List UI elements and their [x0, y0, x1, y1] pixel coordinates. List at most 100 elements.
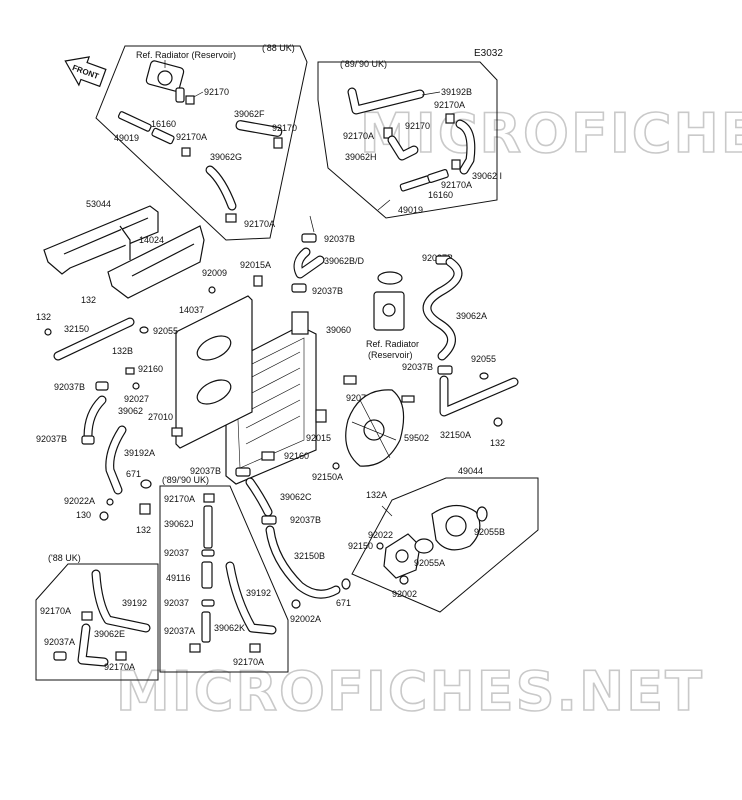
- clamp-92170A-a: [181, 147, 191, 157]
- clamp-92037B-e: [81, 435, 95, 445]
- label-92170A-g: 92170A: [233, 657, 264, 667]
- label-671-b: 671: [336, 598, 351, 608]
- group-label-uk8990-top: ('89/'90 UK): [340, 59, 387, 69]
- label-92015: 92015: [306, 433, 331, 443]
- clamp-92037A-a: [189, 643, 201, 653]
- water-pump-housing: [431, 504, 481, 551]
- damper-92160-b: [261, 451, 275, 461]
- group-label-uk88-bottom: ('88 UK): [48, 553, 81, 563]
- hose-39062E: [77, 623, 109, 667]
- label-92022A: 92022A: [64, 496, 95, 506]
- bolt-92150A: [332, 462, 340, 470]
- label-130: 130: [76, 510, 91, 520]
- label-132-d: 132: [136, 525, 151, 535]
- bolt-92002: [399, 575, 409, 585]
- label-92027: 92027: [124, 394, 149, 404]
- clamp-92037-b: [201, 599, 215, 607]
- shroud-14037: [175, 295, 253, 449]
- label-92015A: 92015A: [240, 260, 271, 270]
- label-92170A-b: 92170A: [244, 219, 275, 229]
- gasket-92055A: [414, 538, 434, 554]
- label-92170-b: 92170: [272, 123, 297, 133]
- label-39060: 39060: [326, 325, 351, 335]
- label-92037A-b: 92037A: [44, 637, 75, 647]
- clamp-92170A-h: [81, 611, 93, 621]
- damper-92160-a: [125, 367, 135, 375]
- bolt-92009: [208, 286, 216, 294]
- pipe-16160-a: [117, 111, 175, 145]
- washer-92022: [376, 542, 384, 550]
- label-16160-b: 16160: [428, 190, 453, 200]
- hose-39062H: [387, 135, 419, 161]
- clamp-92037B-h: [261, 515, 277, 525]
- reservoir-cap-top: [145, 60, 185, 103]
- fan-59502: [345, 389, 415, 467]
- watermark-top: MICROFICHES.NET: [360, 102, 742, 165]
- bolt-132-c: [493, 417, 503, 427]
- label-39062H: 39062H: [345, 152, 377, 162]
- hose-39062F: [235, 120, 283, 137]
- label-92037B-a: 92037B: [324, 234, 355, 244]
- grommet-92015A: [253, 275, 263, 287]
- clamp-92170-b: [273, 137, 283, 149]
- label-92037B-d: 92037B: [54, 382, 85, 392]
- group-box-uk88-bottom: [35, 563, 159, 681]
- label-92037B-f: 92037B: [402, 362, 433, 372]
- bolt-92002A: [291, 599, 301, 609]
- hose-39062G: [205, 165, 237, 211]
- oring-92055-a: [139, 326, 149, 334]
- label-92170-c: 92170: [405, 121, 430, 131]
- label-27010: 27010: [148, 412, 173, 422]
- group-label-uk8990-bottom: ('89/'90 UK): [162, 475, 209, 485]
- label-92009: 92009: [202, 268, 227, 278]
- pipe-39192B: [347, 87, 425, 115]
- label-132-b: 132: [36, 312, 51, 322]
- clamp-92037B-a: [301, 233, 317, 243]
- label-39062C: 39062C: [280, 492, 312, 502]
- label-92037A-a: 92037A: [164, 626, 195, 636]
- bolt-130: [99, 511, 109, 521]
- label-92170A-a: 92170A: [176, 132, 207, 142]
- label-92037B-b: 92037B: [312, 286, 343, 296]
- oring-92055-b: [479, 372, 489, 380]
- label-92150A: 92150A: [312, 472, 343, 482]
- pipe-39192: [225, 561, 277, 635]
- label-132B: 132B: [112, 346, 133, 356]
- label-16160-a: 16160: [151, 119, 176, 129]
- pipe-49116: [201, 561, 213, 589]
- label-32150A: 32150A: [440, 430, 471, 440]
- label-92150: 92150: [348, 541, 373, 551]
- clamp-92170A-g: [249, 643, 261, 653]
- label-92170A-i: 92170A: [104, 662, 135, 672]
- front-arrow-icon: FRONT: [64, 56, 107, 88]
- label-92170A-f: 92170A: [164, 494, 195, 504]
- hose-39062BD: [293, 247, 325, 279]
- label-49044: 49044: [458, 466, 483, 476]
- label-39062F: 39062F: [234, 109, 265, 119]
- clamp-92037A-b: [53, 651, 67, 661]
- watermark-bottom: MICROFICHES.NET: [116, 660, 704, 723]
- label-671-a: 671: [126, 469, 141, 479]
- ref-radiator-mid-2: (Reservoir): [368, 350, 413, 360]
- clip-92075: [343, 375, 357, 385]
- pipe-32150B: [265, 525, 341, 599]
- label-32150B: 32150B: [294, 551, 325, 561]
- label-39062BD: 39062B/D: [324, 256, 365, 266]
- label-39192-b: 39192: [122, 598, 147, 608]
- label-132-a: 132: [81, 295, 96, 305]
- label-39062E: 39062E: [94, 629, 125, 639]
- pipe-32150: [53, 317, 135, 361]
- group-label-uk88-top: ('88 UK): [262, 43, 295, 53]
- oring-92055B: [476, 506, 488, 522]
- clamp-92170A-i: [115, 651, 127, 661]
- shroud-14024: [107, 225, 205, 299]
- washer-92022A: [106, 498, 114, 506]
- label-59502: 59502: [404, 433, 429, 443]
- label-49019-a: 49019: [114, 133, 139, 143]
- clamp-92037B-g: [235, 467, 251, 477]
- fitting-132-d: [139, 503, 151, 515]
- clamp-92170A-e: [451, 159, 461, 170]
- label-53044: 53044: [86, 199, 111, 209]
- grommet-92015: [315, 409, 327, 423]
